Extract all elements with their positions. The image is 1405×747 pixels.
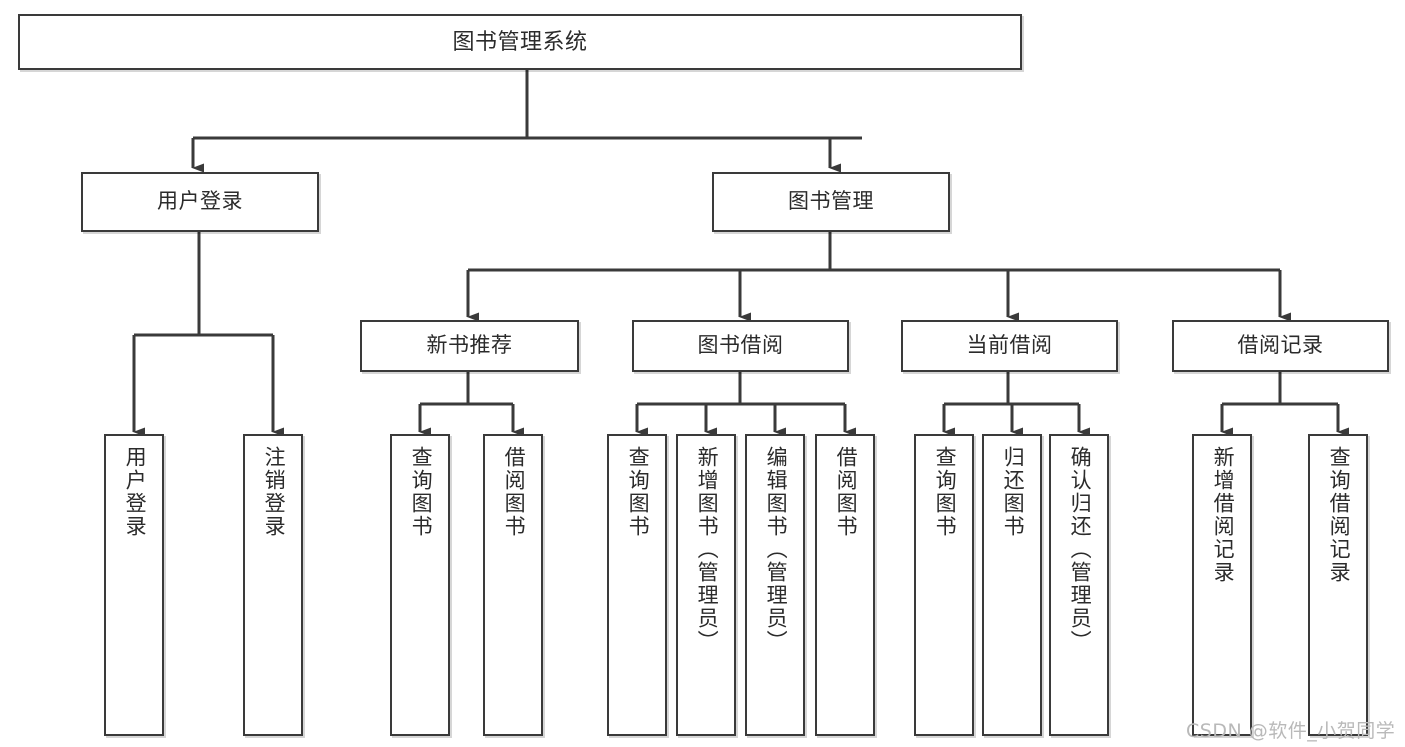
- node-leaf-add-book[interactable]: 新增图书（管理员）: [676, 434, 736, 736]
- node-label: 查询借阅记录: [1327, 446, 1351, 584]
- node-label: 新书推荐: [426, 333, 513, 357]
- node-leaf-borrow-book-2[interactable]: 借阅图书: [815, 434, 875, 736]
- node-label: 确认归还（管理员）: [1068, 446, 1092, 653]
- node-leaf-user-login[interactable]: 用户登录: [104, 434, 164, 736]
- node-leaf-query-book-3[interactable]: 查询图书: [914, 434, 974, 736]
- node-leaf-query-book-1[interactable]: 查询图书: [390, 434, 450, 736]
- node-label: 图书借阅: [697, 333, 784, 357]
- node-leaf-confirm-return[interactable]: 确认归还（管理员）: [1049, 434, 1109, 736]
- node-label: 新增图书（管理员）: [695, 446, 719, 653]
- watermark-text: CSDN @软件_小贺同学: [1186, 720, 1396, 742]
- node-current-borrow[interactable]: 当前借阅: [901, 320, 1118, 372]
- node-label: 借阅记录: [1237, 333, 1324, 357]
- node-leaf-query-record[interactable]: 查询借阅记录: [1308, 434, 1368, 736]
- node-leaf-query-book-2[interactable]: 查询图书: [607, 434, 667, 736]
- node-new-book-recommend[interactable]: 新书推荐: [360, 320, 579, 372]
- node-leaf-user-logout[interactable]: 注销登录: [243, 434, 303, 736]
- node-leaf-borrow-book-1[interactable]: 借阅图书: [483, 434, 543, 736]
- node-label: 借阅图书: [502, 446, 526, 538]
- node-label: 图书管理系统: [452, 29, 588, 55]
- node-label: 当前借阅: [966, 333, 1053, 357]
- node-book-borrow[interactable]: 图书借阅: [632, 320, 849, 372]
- node-label: 借阅图书: [834, 446, 858, 538]
- node-leaf-return-book[interactable]: 归还图书: [982, 434, 1042, 736]
- node-book-manage[interactable]: 图书管理: [712, 172, 950, 232]
- node-label: 注销登录: [262, 446, 286, 538]
- node-label: 编辑图书（管理员）: [764, 446, 788, 653]
- node-root-system[interactable]: 图书管理系统: [18, 14, 1022, 70]
- node-label: 归还图书: [1001, 446, 1025, 538]
- node-label: 用户登录: [123, 446, 147, 538]
- node-label: 新增借阅记录: [1211, 446, 1235, 584]
- node-label: 查询图书: [933, 446, 957, 538]
- node-label: 图书管理: [788, 189, 874, 213]
- node-borrow-record[interactable]: 借阅记录: [1172, 320, 1389, 372]
- node-label: 查询图书: [626, 446, 650, 538]
- node-leaf-add-record[interactable]: 新增借阅记录: [1192, 434, 1252, 736]
- node-label: 查询图书: [409, 446, 433, 538]
- node-leaf-edit-book[interactable]: 编辑图书（管理员）: [745, 434, 805, 736]
- node-label: 用户登录: [157, 189, 243, 213]
- node-user-login[interactable]: 用户登录: [81, 172, 319, 232]
